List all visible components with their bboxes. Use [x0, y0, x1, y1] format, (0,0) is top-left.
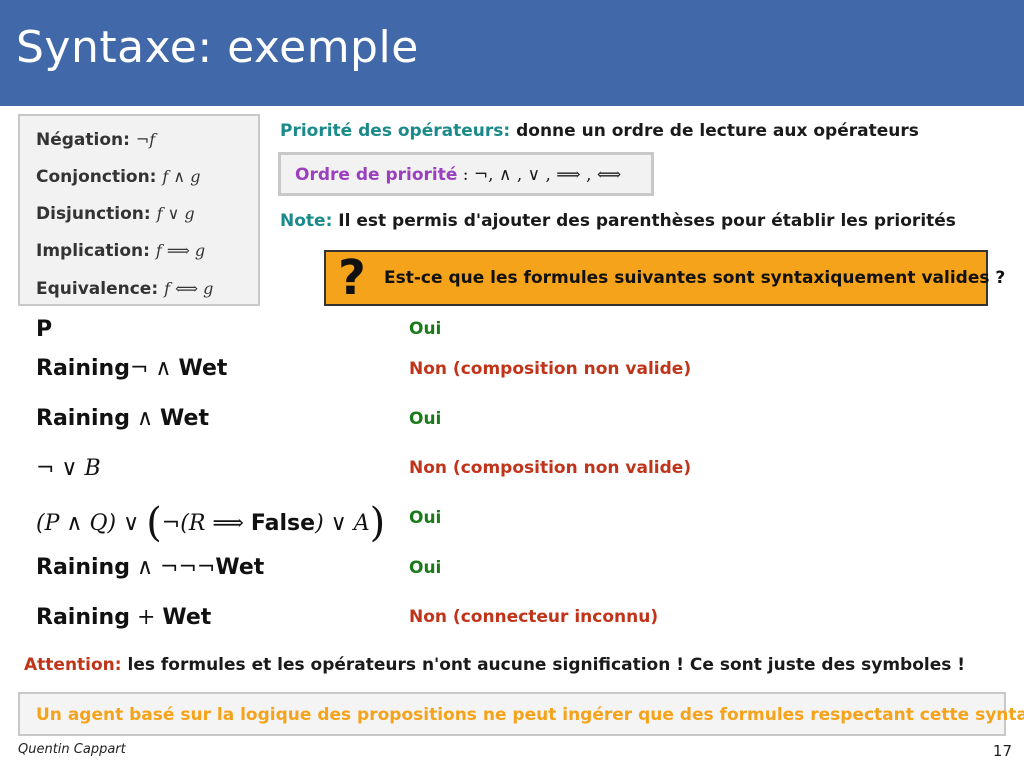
definition-math: f ∧ g	[162, 167, 201, 186]
priority-text: donne un ordre de lecture aux opérateurs	[516, 121, 919, 141]
formula-symbol: Raining	[36, 406, 130, 431]
answer-6: Oui	[409, 558, 442, 578]
definition-label: Disjunction:	[36, 204, 151, 224]
definitions-box: Négation: ¬f Conjonction: f ∧ g Disjunct…	[18, 114, 260, 306]
priority-label: Priorité des opérateurs:	[280, 121, 511, 141]
answer-7: Non (connecteur inconnu)	[409, 607, 659, 627]
note-line: Note: Il est permis d'ajouter des parent…	[280, 211, 956, 231]
definition-label: Equivalence:	[36, 279, 159, 299]
formula-6: Raining ∧ ¬¬¬Wet	[36, 555, 264, 580]
attention-text: les formules et les opérateurs n'ont auc…	[127, 655, 966, 675]
formula-symbol: Wet	[162, 605, 212, 630]
priority-order-box: Ordre de priorité : ¬, ∧ , ∨ , ⟹ , ⟺	[278, 152, 654, 196]
definition-implication: Implication: f ⟹ g	[36, 241, 205, 261]
definition-math: ¬f	[135, 130, 156, 149]
formula-1: P	[36, 317, 52, 342]
priority-order-operators: : ¬, ∧ , ∨ , ⟹ , ⟺	[462, 165, 622, 185]
formula-text: P	[36, 317, 53, 342]
definition-label: Négation:	[36, 130, 130, 150]
priority-order-label: Ordre de priorité	[295, 165, 458, 185]
attention-line: Attention: les formules et les opérateur…	[24, 655, 965, 675]
priority-line: Priorité des opérateurs: donne un ordre …	[280, 121, 919, 141]
note-label: Note:	[280, 211, 333, 231]
conclusion-box: Un agent basé sur la logique des proposi…	[18, 692, 1024, 736]
formula-symbol: Wet	[178, 356, 228, 381]
formula-operators: ¬ ∧	[129, 356, 179, 381]
answer-2: Non (composition non valide)	[409, 359, 692, 379]
formula-part: (P ∧ Q) ∨	[36, 511, 147, 536]
formula-symbol: B	[84, 456, 101, 481]
slide-header: Syntaxe: exemple	[0, 0, 1024, 106]
definition-math: f ⟹ g	[155, 241, 206, 260]
formula-7: Raining + Wet	[36, 605, 211, 630]
formula-symbol: Wet	[160, 406, 209, 431]
definition-math: f ⟺ g	[164, 279, 214, 298]
definition-label: Implication:	[36, 241, 150, 261]
formula-symbol: Wet	[215, 555, 265, 580]
conclusion-text: Un agent basé sur la logique des proposi…	[36, 705, 1024, 725]
answer-3: Oui	[409, 409, 442, 429]
question-text: Est-ce que les formules suivantes sont s…	[384, 268, 1006, 288]
priority-order: Ordre de priorité : ¬, ∧ , ∨ , ⟹ , ⟺	[295, 165, 621, 185]
definition-negation: Négation: ¬f	[36, 130, 155, 150]
definition-label: Conjonction:	[36, 167, 157, 187]
formula-big-paren-right: )	[369, 500, 386, 546]
answer-4: Non (composition non valide)	[409, 458, 692, 478]
formula-symbol: False	[250, 511, 316, 536]
page-number: 17	[992, 742, 1012, 760]
formula-symbol: Raining	[36, 605, 130, 630]
formula-operators: ∧ ¬¬¬	[129, 555, 216, 580]
answer-5: Oui	[409, 508, 442, 528]
formula-operators: ¬ ∨	[36, 456, 85, 481]
formula-4: ¬ ∨ B	[36, 456, 101, 481]
definition-conjunction: Conjonction: f ∧ g	[36, 167, 200, 187]
footer-author: Quentin Cappart	[18, 742, 126, 757]
definition-equivalence: Equivalence: f ⟺ g	[36, 279, 213, 299]
formula-part: ¬(R ⟹	[161, 511, 251, 536]
note-text: Il est permis d'ajouter des parenthèses …	[338, 211, 956, 231]
formula-operators: ∧	[129, 406, 161, 431]
question-box: ? Est-ce que les formules suivantes sont…	[324, 250, 1005, 306]
slide-title: Syntaxe: exemple	[16, 22, 419, 73]
definition-disjunction: Disjunction: f ∨ g	[36, 204, 195, 224]
formula-symbol: Raining	[36, 555, 130, 580]
attention-label: Attention:	[24, 655, 122, 675]
answer-1: Oui	[409, 319, 442, 339]
formula-symbol: Raining	[36, 356, 130, 381]
formula-operators: +	[129, 605, 163, 630]
formula-2: Raining¬ ∧ Wet	[36, 356, 227, 381]
formula-big-paren-left: (	[146, 500, 162, 546]
question-mark-icon: ?	[338, 250, 366, 306]
formula-5: (P ∧ Q) ∨ (¬(R ⟹ False) ∨ A)	[36, 500, 385, 546]
definition-math: f ∨ g	[156, 204, 195, 223]
formula-3: Raining ∧ Wet	[36, 406, 209, 431]
formula-part: ) ∨ A	[315, 511, 370, 536]
